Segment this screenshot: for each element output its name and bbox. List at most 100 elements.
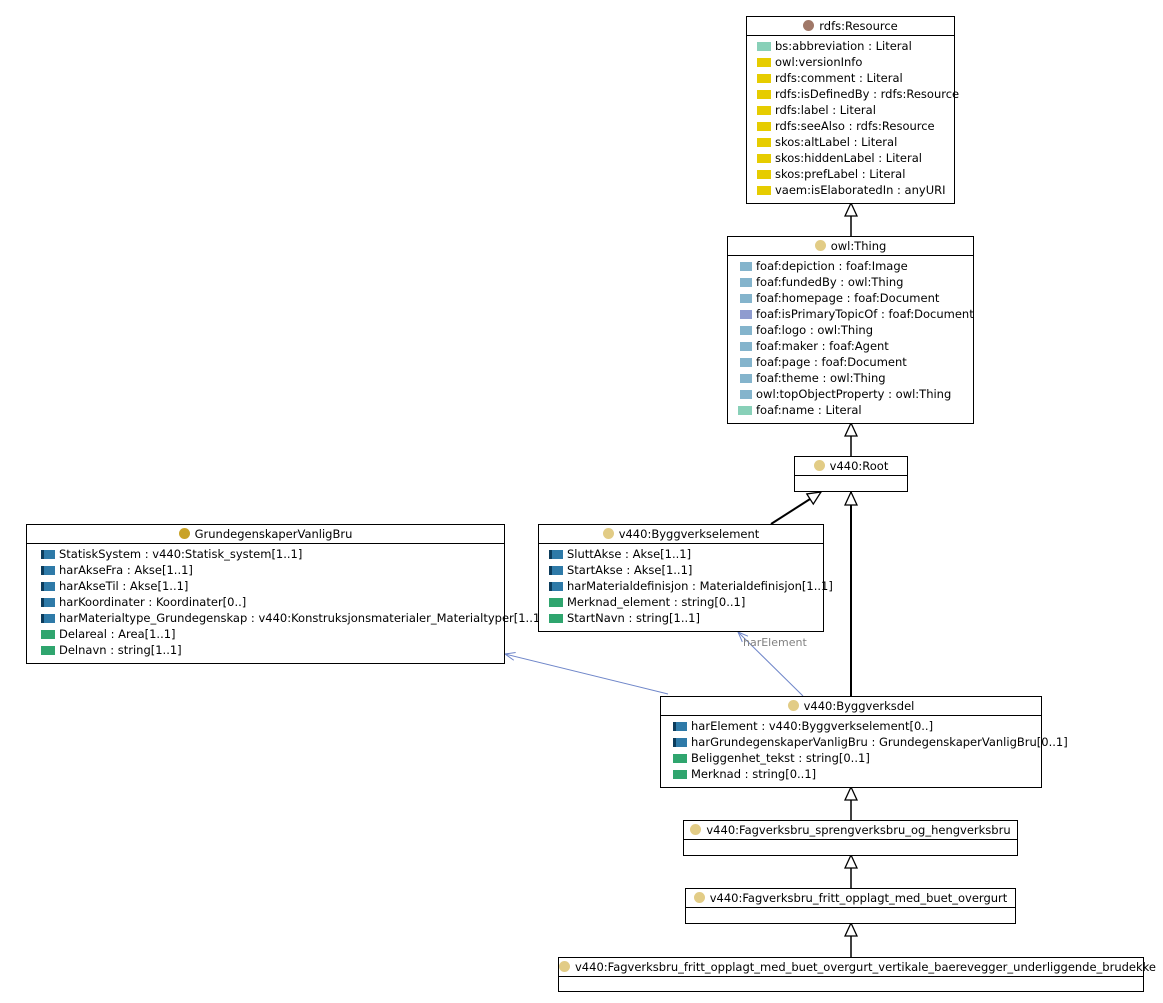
class-byggverkselement[interactable]: v440:Byggverkselement SluttAkse : Akse[1… xyxy=(538,524,833,632)
attribute-text: foaf:logo : owl:Thing xyxy=(756,323,874,337)
class-name: owl:Thing xyxy=(830,239,887,253)
attribute-row[interactable]: rdfs:seeAlso : rdfs:Resource xyxy=(757,118,954,134)
attribute-row[interactable]: rdfs:isDefinedBy : rdfs:Resource xyxy=(757,86,959,102)
yellow-property-icon xyxy=(757,186,771,195)
attribute-row[interactable]: Merknad_element : string[0..1] xyxy=(549,594,823,610)
attribute-text: vaem:isElaboratedIn : anyURI xyxy=(775,183,946,197)
attribute-row[interactable]: foaf:page : foaf:Document xyxy=(738,354,973,370)
attribute-text: harKoordinater : Koordinater[0..] xyxy=(59,595,247,609)
class-name: v440:Root xyxy=(829,459,889,473)
class-header: v440:Root xyxy=(795,457,907,476)
attribute-text: harAkseTil : Akse[1..1] xyxy=(59,579,189,593)
attribute-row[interactable]: owl:topObjectProperty : owl:Thing xyxy=(738,386,973,402)
dblue-property-icon xyxy=(549,550,563,559)
attribute-row[interactable]: StartAkse : Akse[1..1] xyxy=(549,562,823,578)
attribute-row[interactable]: harElement : v440:Byggverkselement[0..] xyxy=(673,718,1041,734)
attribute-text: SluttAkse : Akse[1..1] xyxy=(567,547,692,561)
attribute-row[interactable]: harAkseFra : Akse[1..1] xyxy=(41,562,504,578)
attribute-list: harElement : v440:Byggverkselement[0..]h… xyxy=(661,716,1068,782)
green-property-icon xyxy=(549,614,563,623)
attribute-text: foaf:depiction : foaf:Image xyxy=(756,259,908,273)
yellow-property-icon xyxy=(757,106,771,115)
attribute-row[interactable]: harAkseTil : Akse[1..1] xyxy=(41,578,504,594)
attribute-row[interactable]: Merknad : string[0..1] xyxy=(673,766,1041,782)
yellow-property-icon xyxy=(757,58,771,67)
class-header: v440:Fagverksbru_sprengverksbru_og_hengv… xyxy=(684,821,1017,840)
attribute-text: Merknad : string[0..1] xyxy=(691,767,817,781)
attribute-row[interactable]: Delareal : Area[1..1] xyxy=(41,626,504,642)
attribute-row[interactable]: foaf:depiction : foaf:Image xyxy=(738,258,973,274)
attribute-row[interactable]: bs:abbreviation : Literal xyxy=(757,38,954,54)
attribute-row[interactable]: skos:prefLabel : Literal xyxy=(757,166,954,182)
attribute-text: Delareal : Area[1..1] xyxy=(59,627,176,641)
attribute-row[interactable]: SluttAkse : Akse[1..1] xyxy=(549,546,823,562)
attribute-row[interactable]: StatiskSystem : v440:Statisk_system[1..1… xyxy=(41,546,504,562)
attribute-list: StatiskSystem : v440:Statisk_system[1..1… xyxy=(27,544,545,658)
green-property-icon xyxy=(549,598,563,607)
dblue-property-icon xyxy=(673,722,687,731)
edge-label-har-element: harElement xyxy=(743,636,807,649)
class-fagverksbru-sprengverksbru-og-hengverksbru[interactable]: v440:Fagverksbru_sprengverksbru_og_hengv… xyxy=(683,820,1018,856)
attribute-row[interactable]: owl:versionInfo xyxy=(757,54,954,70)
attribute-text: harAkseFra : Akse[1..1] xyxy=(59,563,193,577)
attribute-row[interactable]: foaf:isPrimaryTopicOf : foaf:Document xyxy=(738,306,974,322)
yellow-property-icon xyxy=(757,138,771,147)
attribute-row[interactable]: foaf:theme : owl:Thing xyxy=(738,370,973,386)
class-name: v440:Fagverksbru_fritt_opplagt_med_buet_… xyxy=(575,960,1156,974)
attribute-row[interactable]: foaf:name : Literal xyxy=(738,402,973,418)
attribute-text: rdfs:comment : Literal xyxy=(775,71,903,85)
class-circle-icon xyxy=(690,824,702,835)
attribute-row[interactable]: harMaterialtype_Grundegenskap : v440:Kon… xyxy=(41,610,545,626)
attribute-text: Delnavn : string[1..1] xyxy=(59,643,182,657)
teal-property-icon xyxy=(738,406,752,415)
class-root[interactable]: v440:Root xyxy=(794,456,908,492)
attribute-text: foaf:homepage : foaf:Document xyxy=(756,291,940,305)
class-circle-icon xyxy=(178,528,190,539)
attribute-row[interactable]: Beliggenhet_tekst : string[0..1] xyxy=(673,750,1041,766)
attribute-row[interactable]: skos:hiddenLabel : Literal xyxy=(757,150,954,166)
attribute-row[interactable]: foaf:logo : owl:Thing xyxy=(738,322,973,338)
attribute-text: foaf:maker : foaf:Agent xyxy=(756,339,889,353)
attribute-row[interactable]: harKoordinater : Koordinater[0..] xyxy=(41,594,504,610)
dblue-property-icon xyxy=(41,566,55,575)
class-fagverksbru-fritt-opplagt-med-buet-overgurt[interactable]: v440:Fagverksbru_fritt_opplagt_med_buet_… xyxy=(685,888,1016,924)
purple-property-icon xyxy=(738,310,752,319)
attribute-row[interactable]: rdfs:comment : Literal xyxy=(757,70,954,86)
dblue-property-icon xyxy=(549,566,563,575)
attribute-row[interactable]: Delnavn : string[1..1] xyxy=(41,642,504,658)
lblue-property-icon xyxy=(738,262,752,271)
inherit-byggverkselement-to-root xyxy=(770,491,821,525)
attribute-row[interactable]: vaem:isElaboratedIn : anyURI xyxy=(757,182,954,198)
dblue-property-icon xyxy=(673,738,687,747)
class-byggverksdel[interactable]: v440:Byggverksdel harElement : v440:Bygg… xyxy=(660,696,1068,788)
attribute-row[interactable]: skos:altLabel : Literal xyxy=(757,134,954,150)
class-circle-icon xyxy=(813,460,825,471)
class-circle-icon xyxy=(803,20,815,31)
yellow-property-icon xyxy=(757,154,771,163)
green-property-icon xyxy=(673,770,687,779)
attribute-row[interactable]: harGrundegenskaperVanligBru : Grundegens… xyxy=(673,734,1068,750)
attribute-row[interactable]: foaf:maker : foaf:Agent xyxy=(738,338,973,354)
attribute-row[interactable]: foaf:homepage : foaf:Document xyxy=(738,290,973,306)
attribute-list: SluttAkse : Akse[1..1]StartAkse : Akse[1… xyxy=(539,544,833,626)
attribute-row[interactable]: harMaterialdefinisjon : Materialdefinisj… xyxy=(549,578,833,594)
attribute-row[interactable]: rdfs:label : Literal xyxy=(757,102,954,118)
attribute-text: foaf:name : Literal xyxy=(756,403,862,417)
attribute-text: rdfs:seeAlso : rdfs:Resource xyxy=(775,119,935,133)
class-header: GrundegenskaperVanligBru xyxy=(27,525,504,544)
attribute-text: Merknad_element : string[0..1] xyxy=(567,595,746,609)
class-header: v440:Fagverksbru_fritt_opplagt_med_buet_… xyxy=(686,889,1015,908)
class-header: owl:Thing xyxy=(728,237,973,256)
attribute-row[interactable]: foaf:fundedBy : owl:Thing xyxy=(738,274,973,290)
class-fagverksbru-vertikale-baerevegger-underliggende-brudekke[interactable]: v440:Fagverksbru_fritt_opplagt_med_buet_… xyxy=(558,957,1156,992)
yellow-property-icon xyxy=(757,90,771,99)
teal-property-icon xyxy=(757,42,771,51)
dblue-property-icon xyxy=(41,614,55,623)
green-property-icon xyxy=(41,630,55,639)
attribute-row[interactable]: StartNavn : string[1..1] xyxy=(549,610,823,626)
class-grundegenskaper-vanlig-bru[interactable]: GrundegenskaperVanligBru StatiskSystem :… xyxy=(26,524,545,664)
